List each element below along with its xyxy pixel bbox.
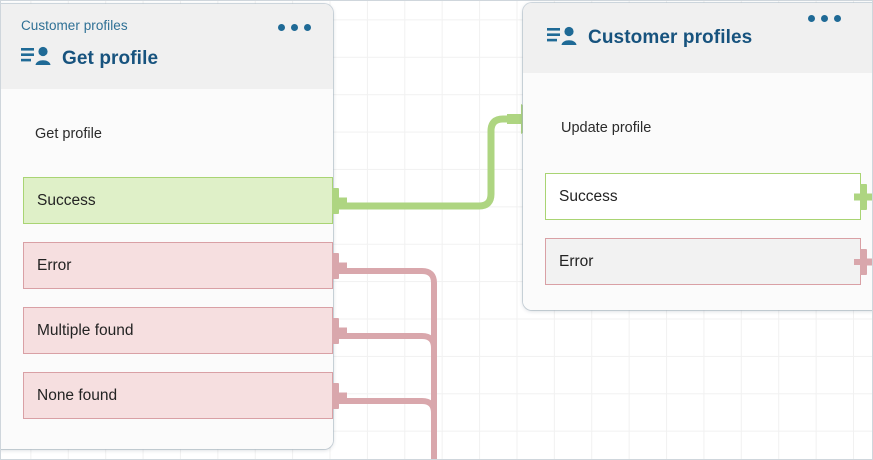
- output-row-multiple-found[interactable]: Multiple found: [23, 307, 347, 354]
- node-get-profile[interactable]: Customer profiles Get profile G: [1, 4, 347, 449]
- output-port-success[interactable]: [332, 187, 347, 214]
- node-header: Customer profiles: [523, 3, 872, 73]
- output-row-label: Success: [559, 187, 618, 205]
- node-body: Get profile Success Error Multiple found: [1, 89, 347, 449]
- output-port-success[interactable]: [860, 183, 872, 210]
- output-row-none-found[interactable]: None found: [23, 372, 347, 419]
- output-port-error[interactable]: [860, 248, 872, 275]
- output-port-none-found[interactable]: [332, 382, 347, 409]
- output-row-success[interactable]: Success: [23, 177, 347, 224]
- output-row-label: Error: [37, 256, 72, 274]
- node-customer-profiles[interactable]: Customer profiles Update profile Success…: [523, 3, 872, 310]
- output-row-label: Error: [559, 252, 594, 270]
- node-body: Update profile Success Error: [523, 73, 872, 310]
- output-row-error[interactable]: Error: [545, 238, 872, 285]
- node-step-label: Get profile: [35, 126, 102, 142]
- output-row-error[interactable]: Error: [23, 242, 347, 289]
- customer-profiles-icon: [21, 45, 51, 72]
- output-row-success[interactable]: Success: [545, 173, 872, 220]
- node-header: Customer profiles Get profile: [1, 4, 333, 89]
- output-port-error[interactable]: [332, 252, 347, 279]
- node-title: Get profile: [62, 47, 159, 69]
- node-title: Customer profiles: [588, 27, 753, 48]
- kebab-menu-icon[interactable]: [278, 24, 311, 31]
- node-step-label: Update profile: [561, 120, 652, 136]
- output-row-label: Success: [37, 191, 96, 209]
- kebab-menu-icon[interactable]: [808, 15, 841, 22]
- output-port-multiple-found[interactable]: [332, 317, 347, 344]
- node-subtitle: Customer profiles: [21, 18, 128, 33]
- output-row-label: Multiple found: [37, 321, 134, 339]
- output-row-label: None found: [37, 386, 118, 404]
- customer-profiles-icon: [547, 25, 577, 52]
